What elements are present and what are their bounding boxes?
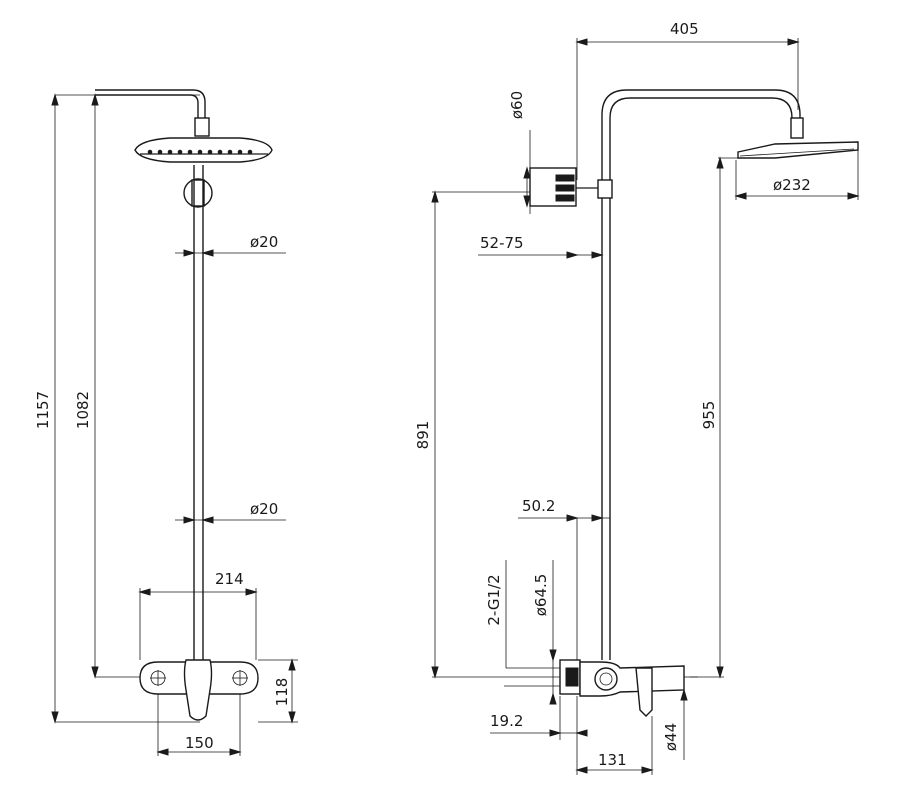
dim-inlet-spacing: 150 [185,734,214,752]
dim-rail-height: 1082 [74,391,92,429]
dim-mixer-width: 214 [215,570,244,588]
dim-bracket-dia: ø60 [508,91,526,119]
dim-pipe-offset: 50.2 [522,497,555,515]
dim-head-height: 955 [700,401,718,430]
mixer-handle-front [183,659,213,721]
mixer-handle-side [635,667,653,717]
dim-pipe-dia-top: ø20 [250,233,278,251]
dim-total-height: 1157 [34,391,52,429]
side-view: 405 ø232 ø60 52-75 [414,20,860,775]
dim-mixer-depth: 131 [598,751,627,769]
dim-pipe-dia-bottom: ø20 [250,500,278,518]
dim-body-dia: ø44 [662,723,680,751]
dim-head-dia: ø232 [773,176,811,194]
dim-mixer-height: 118 [273,678,291,707]
nozzle-row [147,149,253,155]
dim-arm-reach: 405 [670,20,699,38]
dim-wall-offset: 52-75 [480,234,524,252]
dim-bracket-height: 891 [414,421,432,450]
front-view: 1157 1082 ø20 [34,89,298,756]
shower-head-front [134,137,273,163]
dim-flange-dia: ø64.5 [532,574,550,617]
dim-thread: 2-G1/2 [485,574,503,625]
dim-thread-length: 19.2 [490,712,523,730]
